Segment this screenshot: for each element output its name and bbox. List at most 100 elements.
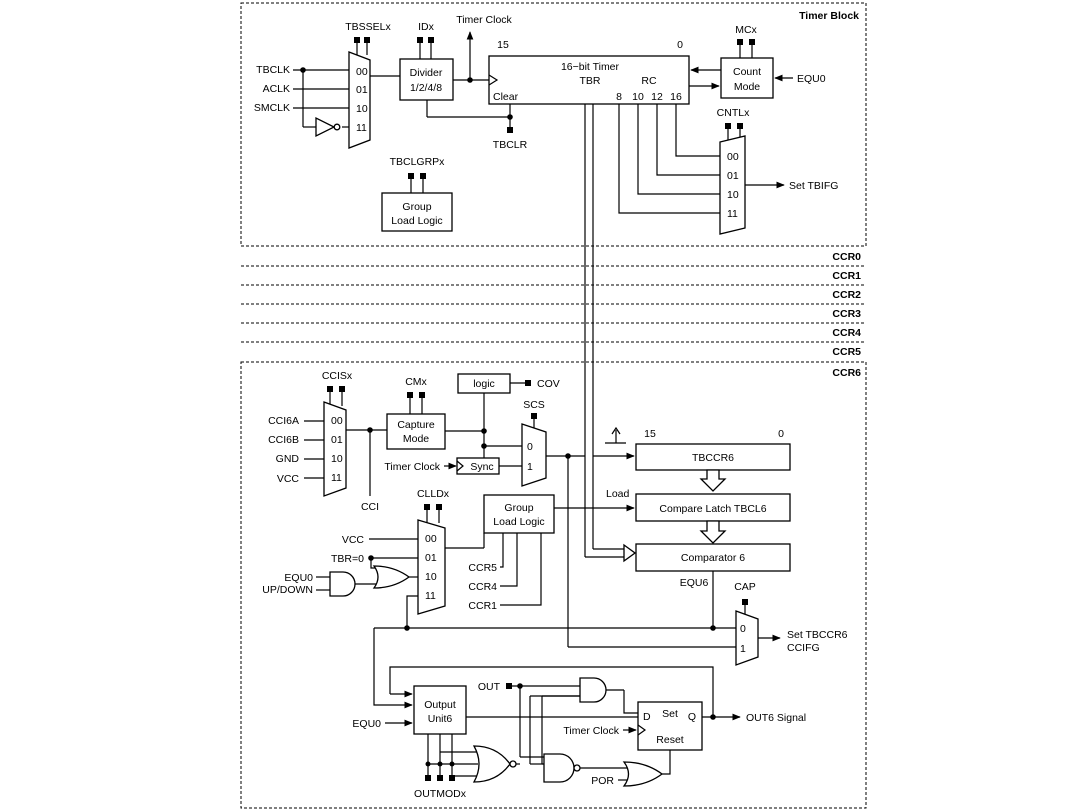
ff-reset-label: Reset <box>656 734 684 746</box>
sync-clock-triangle <box>456 460 464 472</box>
counter-bit-wires <box>618 104 720 214</box>
cci6a-label: CCI6A <box>268 415 299 427</box>
sync-label: Sync <box>470 461 493 473</box>
clld-or-gate <box>372 565 411 589</box>
tbssel-label: TBSSELx <box>345 21 391 33</box>
capture-output-wires <box>445 393 522 449</box>
ccr6-title: CCR6 <box>832 367 861 379</box>
tbr0-label: TBR=0 <box>331 553 364 565</box>
cntl-label: CNTLx <box>717 107 750 119</box>
smclk-label: SMCLK <box>254 102 290 114</box>
tbssel-in-11: 11 <box>356 122 367 134</box>
mcx-control-pins <box>737 39 755 58</box>
cov-label: COV <box>537 378 560 390</box>
ccis-mux <box>323 401 347 497</box>
cap-in-0: 0 <box>740 623 746 635</box>
ccis-in-11: 11 <box>331 472 342 484</box>
tbr-bit0: 0 <box>677 39 683 51</box>
output-unit-label-2: Unit6 <box>428 713 453 725</box>
ccr3-label: CCR3 <box>832 308 861 320</box>
ccr2-label: CCR2 <box>832 289 861 301</box>
ccr5-input-label: CCR5 <box>468 562 497 574</box>
ccr6-group-label-2: Load Logic <box>493 516 544 528</box>
output-unit-box <box>413 685 467 735</box>
bit-10: 10 <box>632 91 644 103</box>
tbccr6-bit0: 0 <box>778 428 784 440</box>
cap-mux <box>735 610 759 666</box>
load-label: Load <box>606 488 630 500</box>
ccr1-input-label: CCR1 <box>468 600 497 612</box>
set-tbifg-label: Set TBIFG <box>789 180 838 192</box>
clld-in-10: 10 <box>425 571 437 583</box>
bit-8: 8 <box>616 91 622 103</box>
timer-block-title: Timer Block <box>799 10 859 22</box>
ccifg-label: CCIFG <box>787 642 820 654</box>
mcx-label: MCx <box>735 24 757 36</box>
cci6b-label: CCI6B <box>268 434 299 446</box>
tbclk-label: TBCLK <box>256 64 290 76</box>
tbr-bus <box>584 104 637 563</box>
scs-output-wires <box>546 452 736 648</box>
clld-in-11: 11 <box>425 590 436 602</box>
tbclgrp-control-pins <box>408 173 426 193</box>
ff-d-label: D <box>643 711 651 723</box>
por-label: POR <box>591 775 614 787</box>
group-load-logic-box <box>381 192 453 232</box>
scs-label: SCS <box>523 399 545 411</box>
scs-in-0: 0 <box>527 441 533 453</box>
ccis-input-wires <box>304 420 387 496</box>
ccr-group-input-wires <box>500 533 542 606</box>
tbccr6-to-latch-arrow <box>699 469 727 492</box>
cntl-in-11: 11 <box>727 208 738 220</box>
outmod-control-pins <box>425 734 478 781</box>
tbssel-in-00: 00 <box>356 66 368 78</box>
ccr6-group-label-1: Group <box>504 502 533 514</box>
capture-mode-box <box>386 413 446 450</box>
bit-12: 12 <box>651 91 663 103</box>
out6-signal-label: OUT6 Signal <box>746 712 806 724</box>
logic-label: logic <box>473 378 495 390</box>
ff-set-label: Set <box>662 708 678 720</box>
ccis-label: CCISx <box>322 370 353 382</box>
out-bit-wires <box>512 683 580 758</box>
out-label: OUT <box>478 681 501 693</box>
ccr0-label: CCR0 <box>832 251 861 263</box>
count-label-2: Mode <box>734 81 760 93</box>
feedback-loop-wire <box>389 666 714 717</box>
equ6-label: EQU6 <box>680 577 709 589</box>
tbclr-wires <box>426 100 513 133</box>
rc-label: RC <box>641 75 657 87</box>
idx-label: IDx <box>418 21 435 33</box>
timer-clock-ccr-label: Timer Clock <box>384 461 440 473</box>
clld-input-wires <box>368 538 418 628</box>
idx-control-pins <box>417 37 434 59</box>
tbr-register <box>488 55 690 105</box>
ccr4-label: CCR4 <box>832 327 861 339</box>
capture-label-1: Capture <box>397 419 435 431</box>
set-and-gate <box>541 677 638 764</box>
bit-16: 16 <box>670 91 682 103</box>
clld-control-pins <box>424 504 442 523</box>
ff-q-label: Q <box>688 711 696 723</box>
vcc-label: VCC <box>277 473 300 485</box>
ccis-in-10: 10 <box>331 453 343 465</box>
tbr-bit15: 15 <box>497 39 509 51</box>
tbccr6-label: TBCCR6 <box>692 452 734 464</box>
cntl-in-10: 10 <box>727 189 739 201</box>
tbssel-in-01: 01 <box>356 84 368 96</box>
compare-latch-label: Compare Latch TBCL6 <box>659 503 766 515</box>
updown-label: UP/DOWN <box>262 584 313 596</box>
capture-edge-symbol <box>605 426 626 444</box>
reset-or-gate <box>622 750 671 787</box>
count-mode-box <box>720 57 774 99</box>
reset-nand-gate <box>542 753 628 783</box>
equ0-label: EQU0 <box>797 73 826 85</box>
tbr-label-2: TBR <box>580 75 601 87</box>
ccr1-label: CCR1 <box>832 270 861 282</box>
clld-in-01: 01 <box>425 552 437 564</box>
tbssel-input-wires <box>293 67 349 128</box>
cci-label: CCI <box>361 501 379 513</box>
clld-label: CLLDx <box>417 488 450 500</box>
ccis-in-00: 00 <box>331 415 343 427</box>
